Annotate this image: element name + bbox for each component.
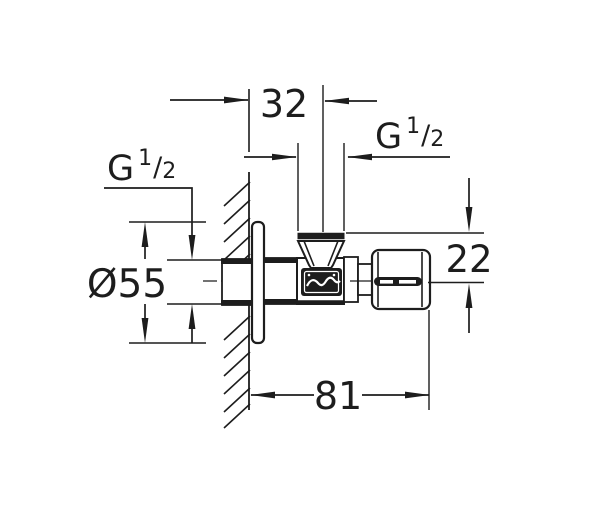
arrowhead-right: [272, 153, 297, 161]
dim-label-32: 32: [260, 82, 308, 126]
arrowhead-down: [465, 207, 473, 232]
grohe-logo-badge: [301, 268, 342, 296]
dimension-22: 22: [346, 178, 493, 333]
arrowhead-up: [141, 222, 149, 247]
inlet-tail-fitting: [221, 258, 254, 306]
dim-label-22: 22: [445, 238, 492, 281]
dim-label-diameter: Ø55: [87, 262, 167, 307]
dimension-81: 81: [250, 310, 430, 418]
arrowhead-down: [188, 235, 196, 260]
outlet-port: [296, 232, 346, 269]
arrowhead-right: [224, 96, 249, 104]
handle-neck: [357, 263, 373, 296]
outlet-inner-chamfer: [303, 240, 339, 267]
valve-body: [221, 220, 432, 345]
arrowhead-left: [347, 153, 372, 161]
dim-label-81: 81: [314, 374, 362, 418]
dimension-55: Ø55: [87, 221, 206, 344]
escutcheon-plate: [250, 220, 266, 345]
arrowhead-down: [141, 318, 149, 343]
body-right-section: [343, 256, 359, 303]
body-barrel: [263, 257, 299, 305]
arrowhead-left: [250, 391, 275, 399]
arrowhead-right: [405, 391, 430, 399]
arrowhead-up: [465, 283, 473, 308]
arrowhead-up: [188, 304, 196, 329]
handle-slot: [374, 277, 422, 286]
arrowhead-left: [324, 97, 349, 105]
leader-line: [104, 187, 193, 236]
dimension-32: 32: [170, 82, 377, 232]
